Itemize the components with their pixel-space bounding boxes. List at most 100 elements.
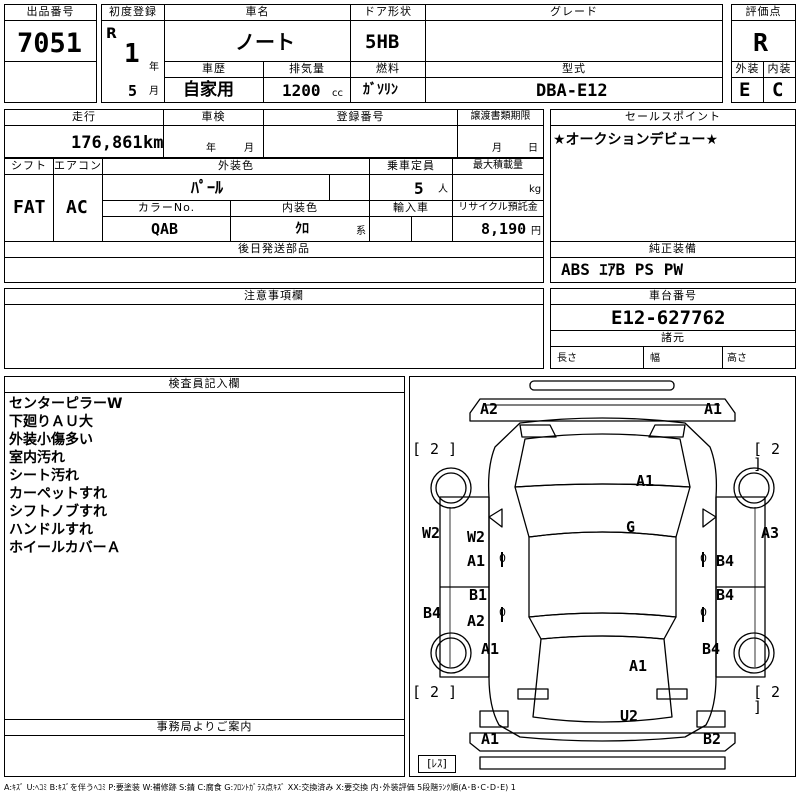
- aircon-cell: AC: [53, 174, 103, 242]
- capacity-unit: 人: [438, 184, 448, 195]
- mark-a1-left-rear: A1: [481, 640, 500, 658]
- inspection-month-unit: 月: [244, 143, 254, 154]
- score-ext-cell: E: [731, 77, 764, 103]
- later-parts-label: 後日発送部品: [4, 241, 544, 258]
- sales-point-value: ★オークションデビュー★: [553, 132, 719, 148]
- office-cell: [4, 735, 405, 777]
- score-int-label: 内装: [763, 61, 796, 78]
- lot-number: 7051: [17, 28, 83, 59]
- model-value: DBA-E12: [536, 81, 608, 101]
- grade-label: グレード: [425, 4, 723, 21]
- car-diagram: [430, 380, 775, 770]
- transfer-label: 譲渡書類期限: [457, 109, 544, 126]
- fuel-cell: ｶﾞｿﾘﾝ: [350, 77, 426, 103]
- first-reg-year: 1: [124, 39, 140, 69]
- right-side-shape: [715, 496, 766, 678]
- displacement-label: 排気量: [263, 61, 351, 78]
- plate-label: 登録番号: [263, 109, 458, 126]
- mark-a3-right: A3: [761, 524, 780, 542]
- chassis-cell: E12-627762: [550, 304, 796, 331]
- door-handle-zero-3: 0: [700, 552, 707, 565]
- score-cell: R: [731, 20, 796, 62]
- ext-color-cell: ﾊﾟｰﾙ: [102, 174, 330, 201]
- chassis-label: 車台番号: [550, 288, 796, 305]
- recycle-cell: 8,190 円: [452, 216, 544, 242]
- front-panel-shape: [469, 398, 736, 422]
- headlight-left-shape: [519, 424, 557, 438]
- car-name: ノート: [235, 30, 295, 54]
- score-int-cell: C: [763, 77, 796, 103]
- color-no-cell: QAB: [102, 216, 231, 242]
- int-color-value: ｸﾛ: [295, 221, 309, 237]
- headlight-right-shape: [648, 424, 686, 438]
- specs-width: 幅: [650, 353, 660, 364]
- car-name-label: 車名: [164, 4, 351, 21]
- int-color-label: 内装色: [230, 200, 370, 217]
- taillight-right-shape: [656, 688, 688, 700]
- rear-bumper-shape: [479, 756, 726, 770]
- left-side-shape: [439, 496, 490, 678]
- capacity-label: 乗車定員: [369, 158, 453, 175]
- mileage-value: 176,861: [71, 133, 143, 153]
- inspector-label: 検査員記入欄: [4, 376, 405, 393]
- hood-shape: [514, 433, 691, 488]
- score-value: R: [753, 28, 769, 57]
- wheel-rl-shape: [430, 632, 472, 674]
- displacement-unit: cc: [332, 88, 343, 99]
- specs-width-cell: 幅: [643, 346, 723, 369]
- inspection-cell: 年 月: [163, 125, 264, 158]
- capacity-value: 5: [414, 179, 424, 198]
- inspector-note: 下廻りＡＵ大: [9, 414, 93, 430]
- score-label: 評価点: [731, 4, 796, 21]
- shift-cell: FAT: [4, 174, 54, 242]
- mark-b4-right-mid: B4: [716, 586, 735, 604]
- color-no-value: QAB: [151, 220, 179, 238]
- grade-cell: [425, 20, 723, 62]
- inspector-note: 外装小傷多い: [9, 432, 93, 448]
- import-label: 輸入車: [369, 200, 453, 217]
- rear-hatch-shape: [532, 635, 673, 723]
- inspector-note: シフトノブすれ: [9, 504, 107, 520]
- tire-front-left: [ 2 ]: [412, 440, 458, 458]
- transfer-month-unit: 月: [492, 143, 502, 154]
- mark-b1: B1: [469, 586, 488, 604]
- equipment-label: 純正装備: [550, 241, 796, 258]
- import-cell-a: [369, 216, 412, 242]
- mark-w2-left: W2: [422, 524, 441, 542]
- max-load-cell: kg: [452, 174, 544, 201]
- first-reg-label: 初度登録: [101, 4, 165, 21]
- chassis-value: E12-627762: [611, 307, 726, 329]
- mark-a1-front-door: A1: [467, 552, 486, 570]
- mark-a1-rear-hatch: A1: [629, 657, 648, 675]
- lot-label: 出品番号: [4, 4, 97, 21]
- door-label: ドア形状: [350, 4, 426, 21]
- spare-tire-box: [ﾚｽ]: [418, 755, 456, 773]
- car-name-cell: ノート: [164, 20, 351, 62]
- max-load-label: 最大積載量: [452, 158, 544, 175]
- notes-cell: [4, 304, 544, 369]
- mark-b2-rear-right: B2: [703, 730, 722, 748]
- first-reg-month-unit: 月: [149, 86, 159, 97]
- import-cell-b: [411, 216, 453, 242]
- mark-b4-right-front: B4: [716, 552, 735, 570]
- ext-color-extra: [329, 174, 370, 201]
- displacement-value: 1200: [282, 81, 321, 100]
- fuel-value: ｶﾞｿﾘﾝ: [363, 82, 398, 98]
- score-ext-label: 外装: [731, 61, 764, 78]
- max-load-unit: kg: [529, 184, 542, 195]
- wheel-rr-shape: [733, 632, 775, 674]
- mark-a2-rear-door: A2: [467, 612, 486, 630]
- model-cell: DBA-E12: [425, 77, 723, 103]
- recycle-value: 8,190: [481, 220, 527, 238]
- int-color-cell: ｸﾛ 系: [230, 216, 370, 242]
- mileage-cell: 176,861 km: [4, 125, 164, 158]
- mark-a1-rear-left: A1: [481, 730, 500, 748]
- fuel-label: 燃料: [350, 61, 426, 78]
- office-label: 事務局よりご案内: [4, 719, 405, 736]
- later-parts-cell: [4, 257, 544, 283]
- rear-panel-shape: [469, 732, 736, 752]
- door-handle-zero-1: 0: [499, 552, 506, 565]
- aircon-value: AC: [66, 197, 88, 218]
- aircon-label: エアコン: [53, 158, 103, 175]
- door-handle-zero-4: 0: [700, 606, 707, 619]
